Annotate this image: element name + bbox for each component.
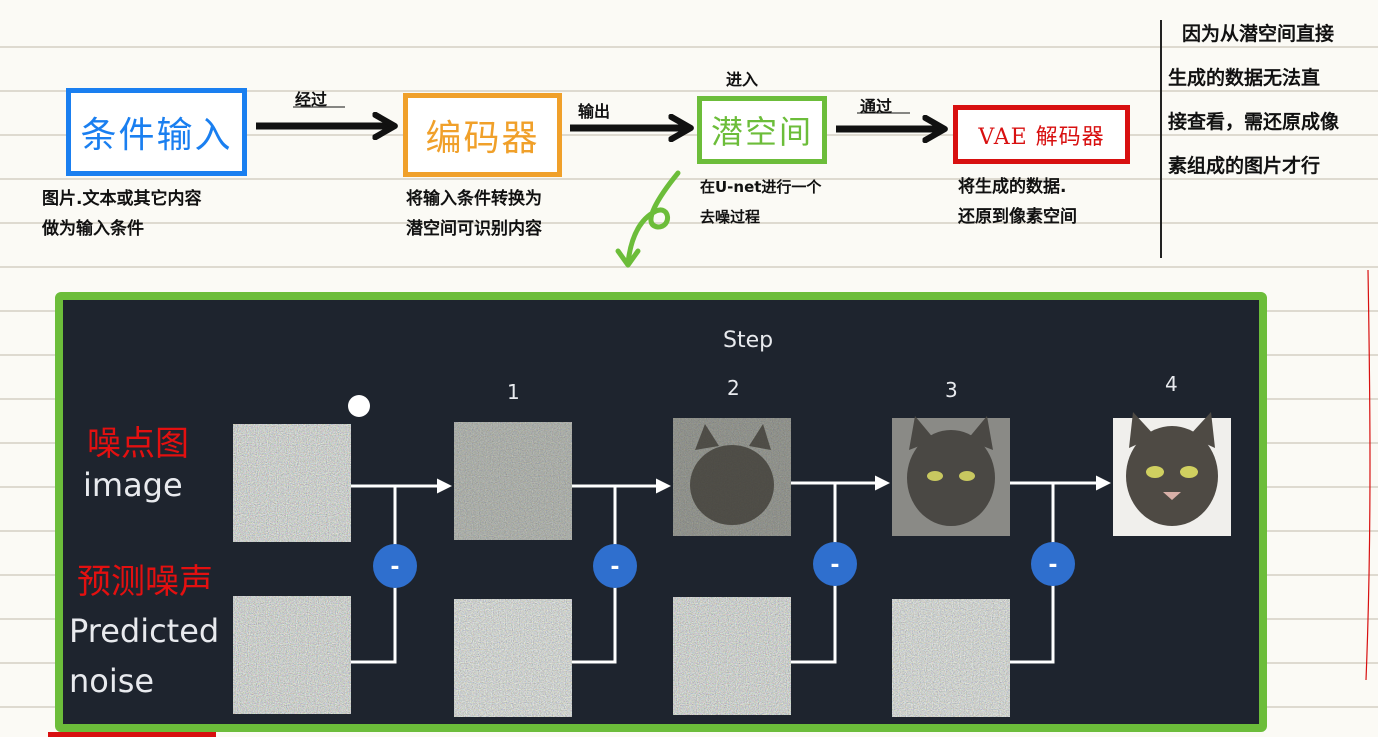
denoising-panel: - - - - Step 1 2 3 4 噪点图 image 预测噪声 Pred…: [55, 292, 1267, 732]
green-curved-arrow: [615, 170, 681, 268]
predicted-noise-label-chinese: 预测噪声: [77, 562, 213, 602]
step-title: Step: [723, 328, 774, 353]
minus-sign-2: -: [610, 555, 619, 580]
latent-note-line-1: 在U-net进行一个: [700, 178, 822, 196]
image-tile-2: [673, 418, 791, 536]
arrow-label-through: 通过: [860, 97, 893, 116]
image-tile-1: [454, 422, 572, 540]
condition-input-label: 条件输入: [80, 115, 233, 156]
minus-sign-3: -: [830, 553, 839, 578]
minus-sign-1: -: [390, 555, 399, 580]
side-note-line-1: 因为从潜空间直接: [1182, 23, 1335, 45]
step-number-4: 4: [1165, 372, 1178, 396]
latent-space-label: 潜空间: [710, 113, 813, 151]
vae-decoder-box: VAE 解码器: [953, 105, 1130, 164]
side-note: 因为从潜空间直接 生成的数据无法直 接查看，需还原成像 素组成的图片才行: [1168, 12, 1339, 188]
noise-tile-1: [233, 596, 351, 714]
step-number-2: 2: [727, 376, 740, 400]
step-number-1: 1: [507, 380, 520, 404]
step-number-3: 3: [945, 378, 958, 402]
arrow-label-pass: 经过: [295, 90, 328, 109]
arrow-label-enter: 进入: [726, 70, 759, 89]
noise-tile-4: [892, 599, 1010, 717]
encoder-note-line-2: 潜空间可识别内容: [406, 219, 542, 239]
image-tile-3: [892, 416, 1010, 536]
encoder-label: 编码器: [425, 118, 540, 159]
minus-sign-4: -: [1048, 553, 1057, 578]
image-label: image: [83, 466, 183, 504]
minus-circle-2: [593, 544, 637, 588]
encoder-note-line-1: 将输入条件转换为: [406, 189, 542, 209]
condition-note: 图片.文本或其它内容 做为输入条件: [42, 184, 201, 244]
red-underline-fragment: [48, 732, 216, 737]
side-note-line-3: 接查看，需还原成像: [1168, 111, 1340, 133]
minus-circle-1: [373, 544, 417, 588]
image-label-chinese: 噪点图: [87, 424, 189, 464]
condition-note-line-1: 图片.文本或其它内容: [42, 189, 202, 209]
encoder-note: 将输入条件转换为 潜空间可识别内容: [406, 184, 542, 244]
latent-note: 在U-net进行一个 去噪过程: [700, 172, 821, 232]
denoising-diagram: - - - -: [233, 395, 1231, 717]
noise-tile-2: [454, 599, 572, 717]
latent-note-line-2: 去噪过程: [700, 208, 761, 226]
latent-space-box: 潜空间: [697, 96, 827, 164]
vae-decoder-label: VAE 解码器: [978, 124, 1105, 150]
image-tile-0: [233, 424, 351, 542]
side-note-line-2: 生成的数据无法直: [1168, 67, 1321, 89]
side-note-line-4: 素组成的图片才行: [1168, 155, 1321, 177]
vae-note: 将生成的数据. 还原到像素空间: [958, 172, 1077, 232]
side-divider: [1160, 20, 1162, 258]
minus-circle-4: [1031, 542, 1075, 586]
predicted-noise-label-line-2: noise: [69, 662, 155, 700]
vae-note-line-1: 将生成的数据.: [958, 177, 1067, 197]
start-dot: [348, 395, 370, 417]
noise-tile-3: [673, 597, 791, 715]
arrow-label-output: 输出: [578, 102, 611, 121]
image-tile-4: [1113, 412, 1231, 536]
condition-note-line-2: 做为输入条件: [42, 219, 144, 239]
condition-input-box: 条件输入: [66, 88, 247, 176]
encoder-box: 编码器: [403, 93, 562, 177]
minus-circle-3: [813, 542, 857, 586]
vae-note-line-2: 还原到像素空间: [958, 207, 1077, 227]
predicted-noise-label-line-1: Predicted: [69, 612, 220, 650]
red-margin-line: [1365, 270, 1371, 680]
